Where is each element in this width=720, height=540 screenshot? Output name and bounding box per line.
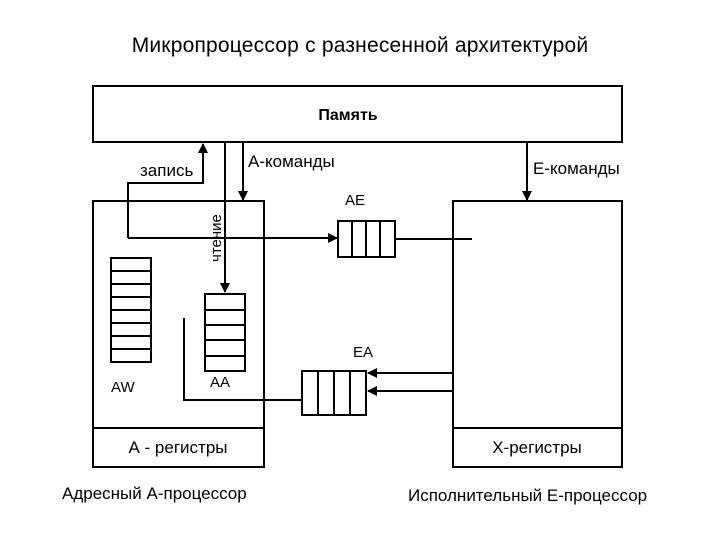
memory-block	[92, 85, 623, 143]
write-arrow	[127, 143, 208, 238]
e-processor-caption: Исполнительный Е-процессор	[408, 486, 648, 505]
x-registers-label: Х-регистры	[492, 438, 582, 457]
write-label: запись	[140, 161, 193, 180]
a-commands-label: А-команды	[248, 152, 335, 171]
ae-label: AE	[345, 192, 365, 209]
e-commands-label: Е-команды	[533, 159, 620, 178]
diagram-title: Микропроцессор с разнесенной архитектуро…	[131, 34, 589, 57]
a-processor-block	[92, 200, 265, 468]
aw-label: AW	[111, 379, 135, 396]
a-registers-label: А - регистры	[128, 438, 227, 457]
ea-queue	[301, 370, 367, 416]
e-processor-block	[452, 200, 623, 468]
ea-label: EA	[353, 344, 373, 361]
ea-output-line	[183, 318, 302, 401]
aw-stack	[110, 257, 152, 363]
memory-label: Память	[318, 107, 377, 124]
aa-stack	[204, 293, 246, 372]
a-processor-caption: Адресный А-процессор	[62, 484, 247, 503]
aa-label: AA	[210, 374, 230, 391]
ae-queue	[337, 220, 396, 258]
